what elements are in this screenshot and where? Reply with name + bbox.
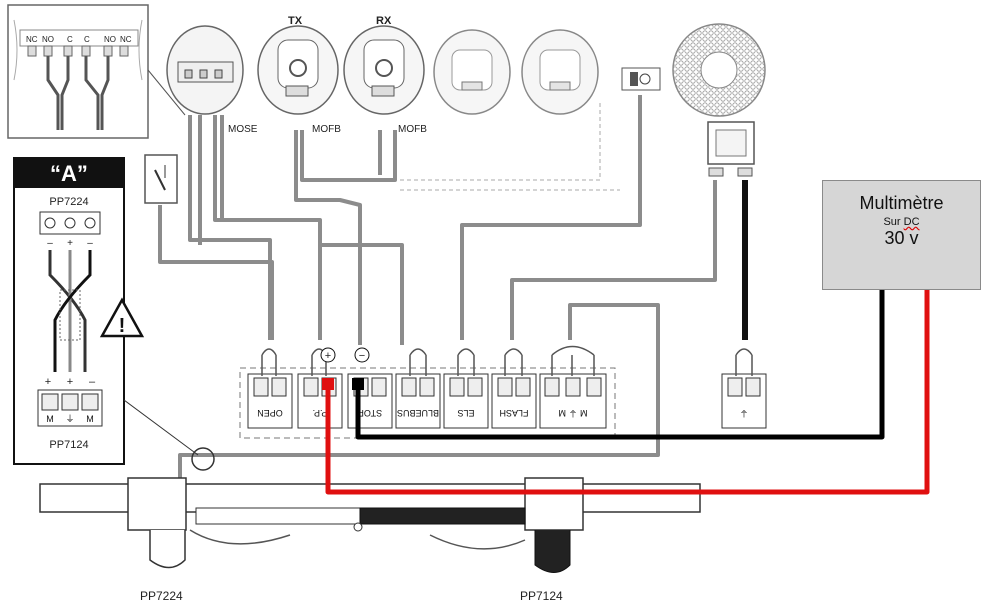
terminal-label-motor: M ⏚ M (559, 408, 588, 418)
terminal-bluebus: BLUEBUS (395, 373, 441, 429)
mofb-tx-label: MOFB (312, 124, 341, 135)
rx-photocell: RX MOFB (343, 15, 427, 135)
inset-a-term-2: ⏚ (65, 414, 74, 424)
multimeter-mode-dc: DC (903, 216, 920, 228)
inset-a-title: “A” (50, 161, 88, 186)
inset-a-bot-pol-1: + (45, 376, 51, 388)
motor-right-label: PP7124 (520, 589, 563, 603)
contact-label-3: C (67, 35, 73, 44)
multimeter-box: Multimètre Sur DC 30 v (822, 180, 981, 290)
contact-label-1: NC (26, 35, 38, 44)
multimeter-voltage: 30 v (884, 228, 919, 248)
tx-photocell: TX MOFB (257, 15, 341, 135)
warning-symbol: ! (119, 315, 126, 337)
contact-inset: NC NO C C NO NC (7, 4, 186, 139)
terminal-ground: ⏚ (721, 373, 767, 429)
mofb-rx-label: MOFB (398, 124, 427, 135)
terminal-label-flash: FLASH (499, 408, 528, 418)
black-probe-tip (352, 378, 364, 390)
multimeter-title: Multimètre (859, 193, 944, 213)
multimeter-mode-prefix: Sur (883, 216, 904, 228)
inset-a-top-pol-1: – (47, 238, 53, 249)
red-probe-tip (322, 378, 334, 390)
terminal-flash: FLASH (491, 373, 537, 429)
terminal-label-els: ELS (457, 408, 474, 418)
rx-label: RX (376, 15, 392, 27)
polarity-minus-text: − (359, 350, 365, 362)
gray-wiring (158, 95, 717, 535)
inset-a: “A” PP7224 – + – + + – M ⏚ M PP7124 (13, 157, 125, 465)
contact-label-4: C (84, 35, 90, 44)
tx-label: TX (288, 15, 303, 27)
warning-icon: ! (99, 297, 145, 338)
gate-assembly (39, 477, 701, 573)
inset-a-term-3: M (86, 414, 94, 424)
terminal-label-open: OPEN (257, 408, 283, 418)
terminal-label-stop: STOP (358, 408, 382, 418)
red-probe-wire (325, 272, 930, 495)
key-switch (621, 67, 661, 91)
terminal-els: ELS (443, 373, 489, 429)
polarity-plus: + (320, 347, 336, 363)
terminal-pp: P.P. (297, 373, 343, 429)
push-switch (144, 154, 178, 204)
contact-label-6: NC (120, 35, 132, 44)
optional-wiring (400, 100, 620, 191)
flash-lamp (672, 23, 766, 177)
contact-label-2: NO (42, 35, 54, 44)
inset-a-bottom-model: PP7124 (49, 439, 88, 451)
polarity-plus-text: + (325, 350, 331, 362)
inset-a-top-model: PP7224 (49, 196, 88, 208)
mose-label: MOSE (228, 124, 258, 135)
terminal-label-ground: ⏚ (739, 408, 748, 418)
inset-a-bot-pol-3: – (89, 376, 96, 388)
probe-wires (325, 272, 930, 495)
multimeter-mode: Sur DC (823, 216, 980, 228)
black-probe-wire (355, 272, 885, 440)
contact-label-5: NO (104, 35, 116, 44)
inset-a-top-pol-3: – (87, 238, 93, 249)
inset-a-bot-pol-2: + (67, 376, 73, 388)
terminal-label-bluebus: BLUEBUS (397, 408, 439, 418)
optional-photocell-1 (433, 29, 511, 115)
optional-photocell-2 (521, 29, 599, 115)
polarity-minus: − (354, 347, 370, 363)
motor-left-label: PP7224 (140, 589, 183, 603)
terminal-open: OPEN (247, 373, 293, 429)
terminal-motor: M ⏚ M (539, 373, 607, 429)
inset-leader (123, 399, 199, 456)
inset-a-top-pol-2: + (67, 238, 73, 249)
terminal-label-pp: P.P. (313, 408, 328, 418)
detail-circle (191, 447, 215, 471)
mose-device: MOSE (166, 25, 258, 135)
inset-a-term-1: M (46, 414, 54, 424)
